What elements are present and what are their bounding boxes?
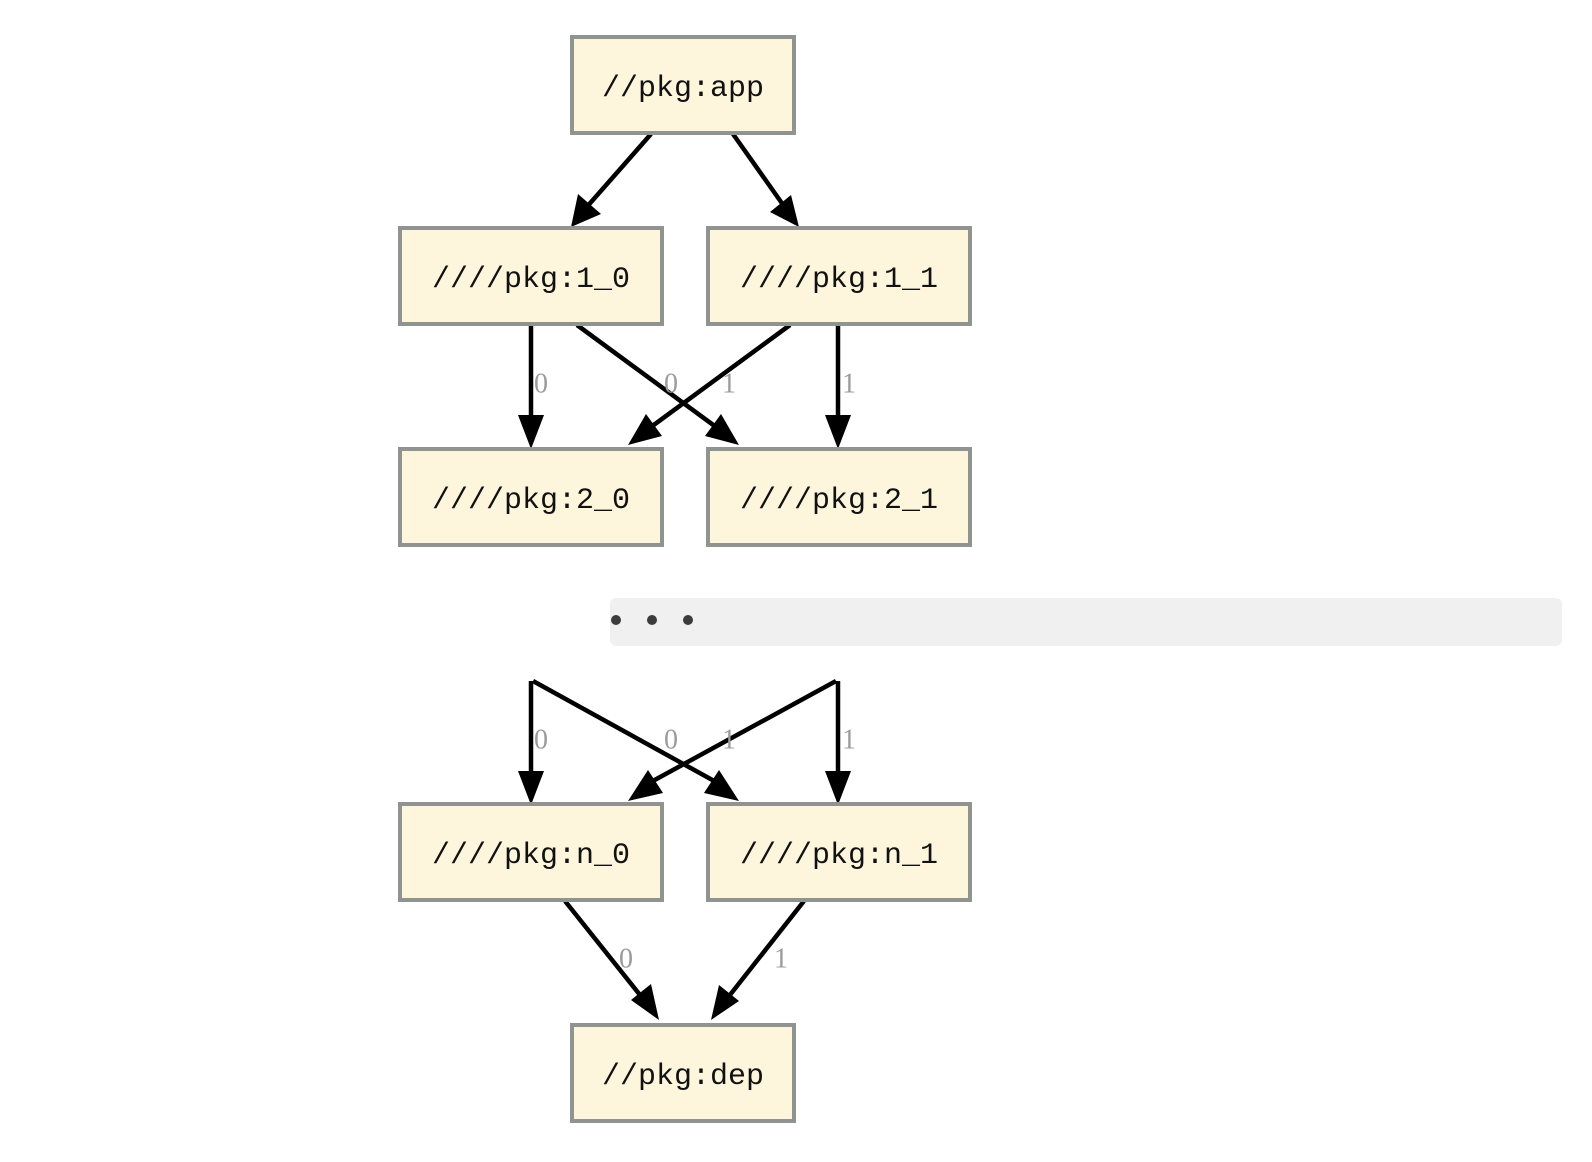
edge-1_0-to-2_1: 0 — [575, 323, 739, 445]
edge-line — [563, 899, 646, 1002]
node-box[interactable] — [570, 35, 796, 135]
edge-line — [575, 323, 718, 429]
edge-label-1_1-2_1: 1 — [842, 368, 856, 399]
arrowhead-icon — [705, 414, 739, 445]
arrowhead-icon — [518, 771, 544, 805]
edge-label-1_0-2_1: 0 — [664, 368, 678, 399]
ellipsis-dot-3 — [683, 615, 693, 625]
arrowhead-icon — [518, 415, 544, 449]
edge-label-ellipsis-n_0: 0 — [534, 724, 548, 755]
node-pkg-1_0[interactable]: ////pkg:1_0 — [398, 226, 664, 326]
edge-ellipsis-to-n_1-a: 0 — [531, 679, 739, 801]
node-box[interactable] — [570, 1023, 796, 1123]
node-pkg-n_0[interactable]: ////pkg:n_0 — [398, 802, 664, 902]
node-label: ////pkg:2_0 — [432, 484, 630, 518]
ellipsis-band — [610, 598, 1562, 646]
edge-ellipsis-to-n_0: 0 — [518, 681, 548, 805]
edge-label-ellipsis-n_0-b: 1 — [722, 724, 736, 755]
edge-label-ellipsis-n_1-b: 1 — [842, 724, 856, 755]
arrowhead-icon — [770, 195, 799, 227]
edge-app-to-1_0 — [571, 132, 653, 227]
arrowhead-icon — [631, 984, 659, 1020]
edge-1_0-to-2_0: 0 — [518, 325, 548, 449]
node-label: ////pkg:1_0 — [432, 263, 630, 297]
arrowhead-icon — [628, 414, 662, 445]
node-box[interactable] — [706, 802, 972, 902]
edge-label-1_0-2_0: 0 — [534, 368, 548, 399]
edge-label-n_0-dep: 0 — [619, 943, 633, 974]
arrowhead-icon — [571, 194, 601, 227]
node-label: //pkg:app — [602, 72, 764, 106]
node-app[interactable]: //pkg:app — [570, 35, 796, 135]
edge-1_1-to-2_0: 1 — [628, 323, 792, 445]
ellipsis-band-group — [610, 598, 1562, 646]
edge-app-to-1_1 — [731, 132, 799, 227]
ellipsis-dot-2 — [647, 615, 657, 625]
edge-line — [531, 679, 718, 784]
node-label: ////pkg:n_1 — [740, 839, 938, 873]
edge-label-ellipsis-n_1-a: 0 — [664, 724, 678, 755]
arrowhead-icon — [704, 770, 739, 801]
arrowhead-icon — [825, 415, 851, 449]
node-box[interactable] — [398, 226, 664, 326]
node-label: ////pkg:n_0 — [432, 839, 630, 873]
ellipsis-dot-1 — [611, 615, 621, 625]
arrowhead-icon — [711, 985, 739, 1020]
node-pkg-2_1[interactable]: ////pkg:2_1 — [706, 447, 972, 547]
edge-ellipsis-to-n_1-b: 1 — [825, 681, 856, 805]
edge-label-n_1-dep: 1 — [774, 943, 788, 974]
edge-line — [731, 132, 788, 211]
edge-label-1_1-2_0: 1 — [722, 368, 736, 399]
node-pkg-n_1[interactable]: ////pkg:n_1 — [706, 802, 972, 902]
node-label: //pkg:dep — [602, 1060, 764, 1094]
edge-line — [583, 132, 653, 211]
node-label: ////pkg:2_1 — [740, 484, 938, 518]
edge-line — [649, 323, 792, 429]
node-box[interactable] — [706, 447, 972, 547]
edge-line — [724, 899, 806, 1002]
edge-1_1-to-2_1: 1 — [825, 325, 856, 449]
arrowhead-icon — [628, 770, 663, 801]
edge-ellipsis-to-n_0-b: 1 — [628, 679, 838, 801]
node-box[interactable] — [706, 226, 972, 326]
node-box[interactable] — [398, 802, 664, 902]
edge-line — [649, 679, 838, 784]
node-box[interactable] — [398, 447, 664, 547]
edge-n_0-to-dep: 0 — [563, 899, 659, 1020]
node-dep[interactable]: //pkg:dep — [570, 1023, 796, 1123]
node-label: ////pkg:1_1 — [740, 263, 938, 297]
edge-n_1-to-dep: 1 — [711, 899, 806, 1020]
arrowhead-icon — [825, 771, 851, 805]
node-pkg-2_0[interactable]: ////pkg:2_0 — [398, 447, 664, 547]
node-pkg-1_1[interactable]: ////pkg:1_1 — [706, 226, 972, 326]
